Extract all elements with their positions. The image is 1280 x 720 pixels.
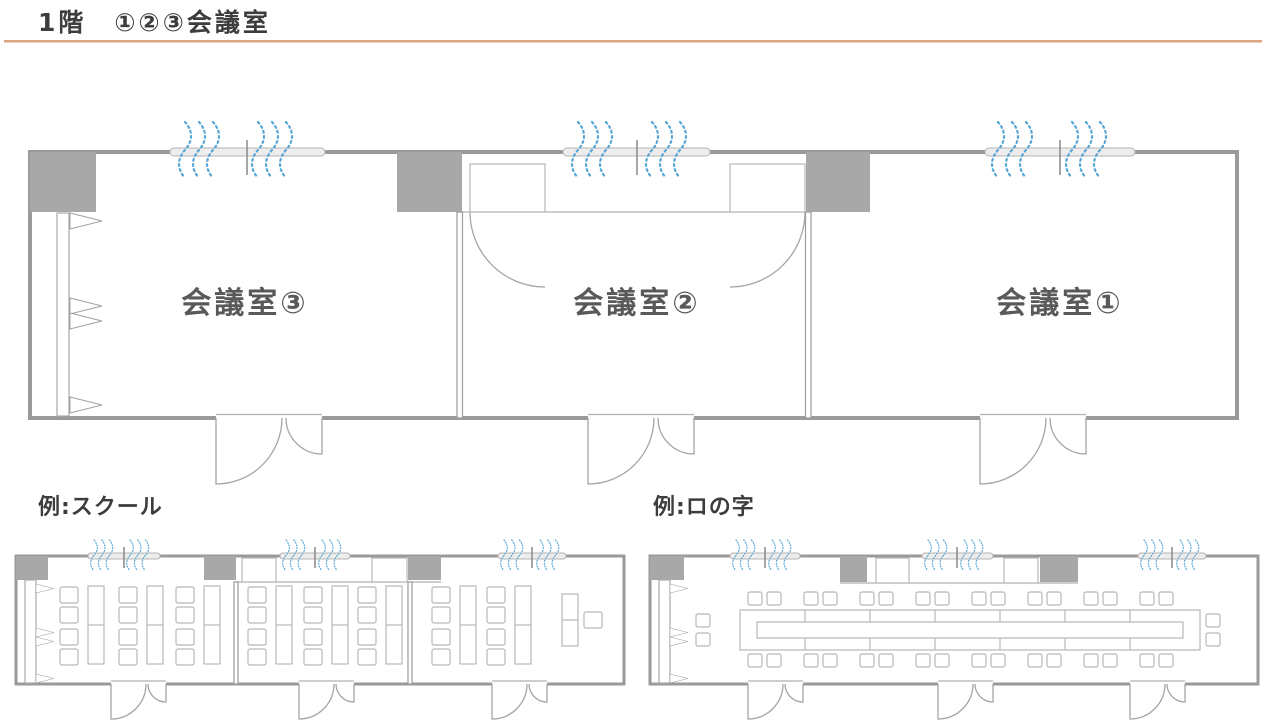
chair-icon	[803, 653, 819, 668]
chair-icon	[822, 591, 838, 606]
door-swing-icon	[215, 413, 323, 485]
chair-icon	[695, 632, 711, 647]
example-school-title: 例:スクール	[38, 495, 163, 520]
door-swing-icon	[587, 413, 695, 485]
chair-icon	[1102, 653, 1118, 668]
table-ring-dividers	[804, 610, 1131, 650]
chair-icon	[766, 591, 782, 606]
wall-block	[650, 556, 684, 580]
chair-icon	[971, 653, 987, 668]
room-partition	[456, 211, 464, 419]
door-panel	[469, 163, 546, 213]
door-swing-icon	[1129, 680, 1186, 720]
door-swing-icon	[979, 413, 1087, 485]
chair-icon	[859, 653, 875, 668]
chair-icon	[971, 591, 987, 606]
chair-icon	[1027, 591, 1043, 606]
example-school-plan	[14, 540, 626, 720]
chair-icon	[803, 591, 819, 606]
partition-storage-strip	[56, 212, 70, 417]
door-panel	[241, 557, 277, 583]
chair-icon	[915, 591, 931, 606]
chair-icon	[934, 653, 950, 668]
outer-wall	[28, 150, 1239, 420]
chair-icon	[878, 653, 894, 668]
door-panel	[729, 163, 806, 213]
room-label-1: 会議室①	[996, 286, 1123, 321]
main-floor-plan: 会議室③ 会議室② 会議室①	[28, 122, 1239, 485]
chair-icon	[1083, 591, 1099, 606]
wall-block	[30, 152, 96, 212]
room-partition	[233, 581, 239, 685]
chair-icon	[990, 591, 1006, 606]
chair-icon	[1158, 591, 1174, 606]
chair-icon	[747, 591, 763, 606]
chair-icon	[1139, 591, 1155, 606]
chair-icon	[934, 591, 950, 606]
chair-icon	[747, 653, 763, 668]
chair-icon	[1158, 653, 1174, 668]
chair-icon	[990, 653, 1006, 668]
wall-block	[806, 152, 870, 212]
door-swing-icon	[110, 680, 167, 720]
room-label-3: 会議室③	[181, 286, 308, 321]
chair-icon	[915, 653, 931, 668]
chair-icon	[1027, 653, 1043, 668]
door-swing-icon	[469, 211, 546, 288]
door-panel	[875, 557, 910, 584]
partition-storage-strip	[658, 579, 671, 684]
door-swing-icon	[937, 680, 994, 720]
wall-block	[1040, 556, 1078, 582]
door-swing-icon	[747, 680, 804, 720]
door-panel	[371, 557, 408, 583]
wall-block	[16, 556, 48, 580]
door-swing-icon	[298, 680, 355, 720]
chair-icon	[822, 653, 838, 668]
example-square-plan	[648, 540, 1260, 720]
chair-icon	[695, 613, 711, 628]
room-label-2: 会議室②	[573, 286, 700, 321]
partition-storage-strip	[24, 579, 37, 684]
school-desk-rows	[60, 586, 603, 665]
wall-block	[204, 556, 236, 580]
chair-icon	[1046, 591, 1062, 606]
wall-block	[840, 556, 867, 582]
chair-icon	[766, 653, 782, 668]
wall-block	[397, 152, 462, 212]
door-swing-icon	[491, 680, 548, 720]
chair-icon	[1205, 613, 1221, 628]
chair-icon	[878, 591, 894, 606]
chair-icon	[1102, 591, 1118, 606]
square-table-ring	[739, 609, 1201, 651]
chair-icon	[1046, 653, 1062, 668]
chair-icon	[583, 611, 603, 629]
room-partition	[804, 211, 812, 419]
page-title: 1階 ①②③会議室	[38, 8, 271, 37]
wall-block	[408, 556, 441, 580]
title-underline	[4, 40, 1262, 43]
room-partition	[407, 581, 413, 685]
chair-icon	[1139, 653, 1155, 668]
chair-icon	[1205, 632, 1221, 647]
door-panel	[1003, 557, 1039, 584]
chair-icon	[859, 591, 875, 606]
chair-icon	[1083, 653, 1099, 668]
room2-entry-doors	[469, 163, 806, 288]
door-swing-icon	[729, 211, 806, 288]
example-square-title: 例:ロの字	[653, 494, 755, 520]
table-ring-inner	[756, 621, 1184, 639]
